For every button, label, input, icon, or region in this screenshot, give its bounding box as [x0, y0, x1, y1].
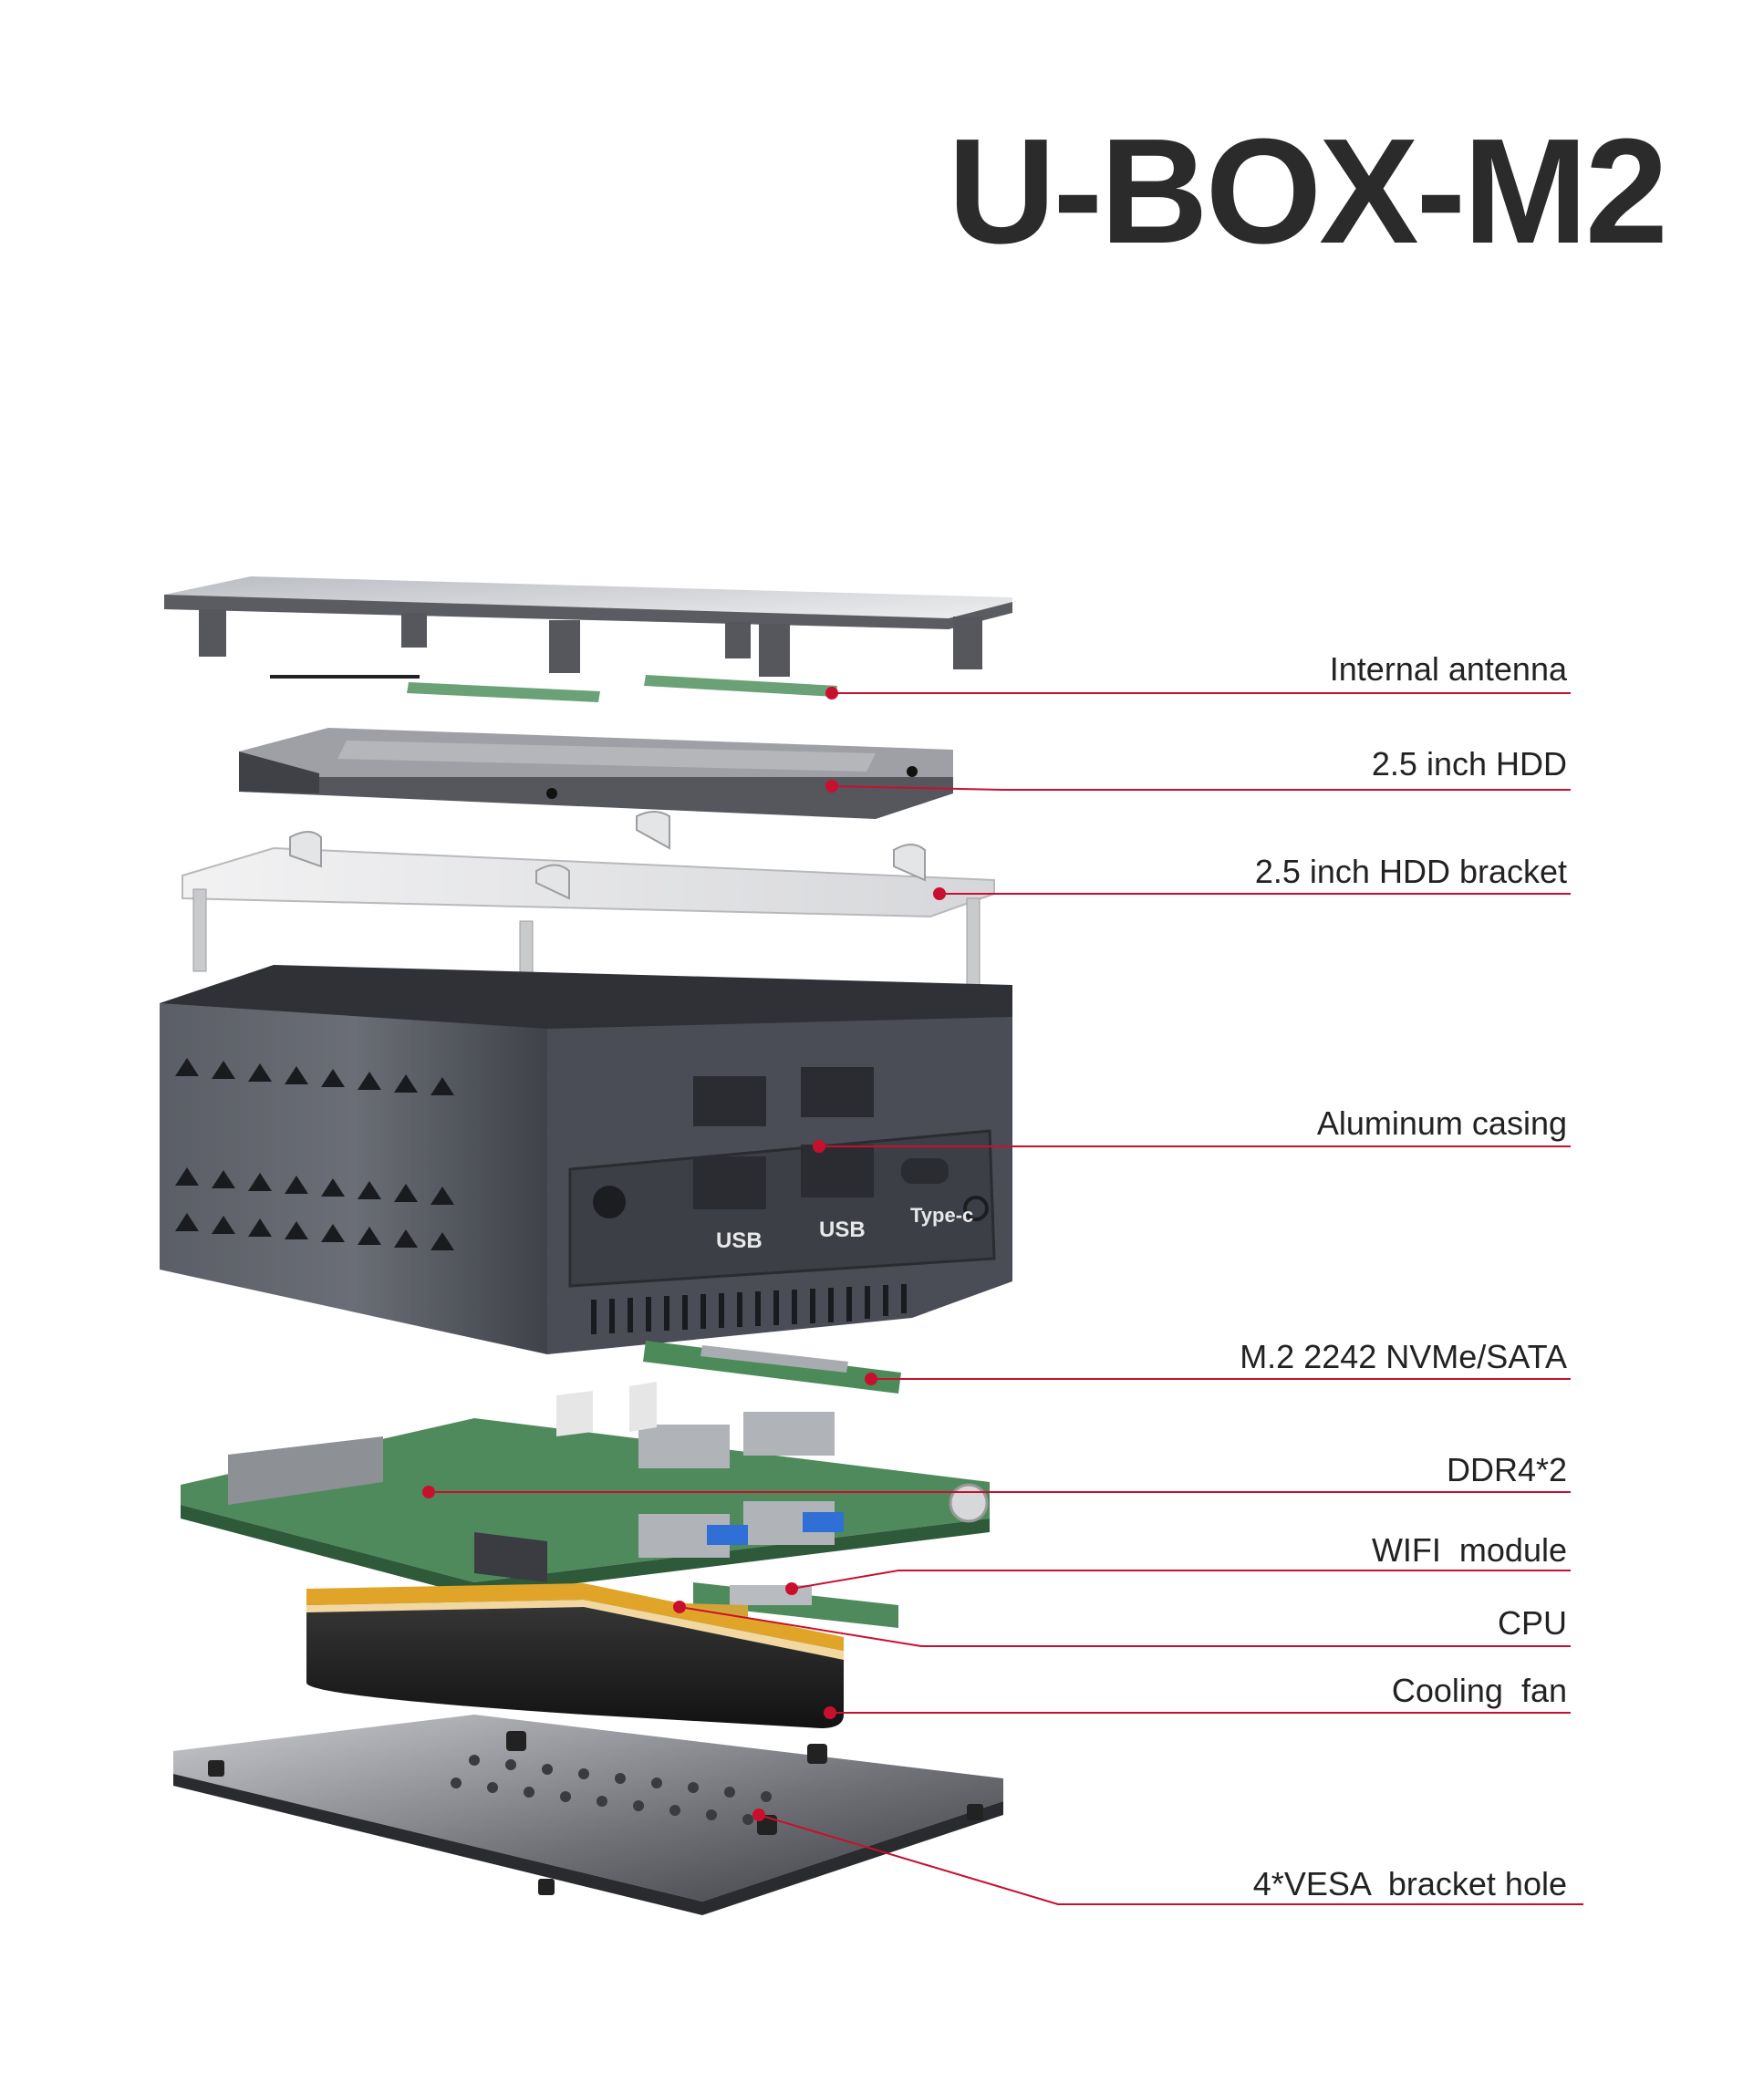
- callout-vesa-hole: 4*VESA bracket hole: [1252, 1865, 1567, 1902]
- bottom-plate: [173, 1715, 1003, 1915]
- callout-m2-ssd: M.2 2242 NVMe/SATA: [1240, 1338, 1567, 1375]
- aluminum-casing: USB USB Type-c: [160, 965, 1012, 1354]
- callout-ddr4: DDR4*2: [1446, 1451, 1567, 1488]
- usb-port-label-left: USB: [716, 1228, 763, 1253]
- callout-cooling-fan: Cooling fan: [1391, 1672, 1567, 1709]
- leader-hdd: [831, 785, 1571, 791]
- cooling-fan: [306, 1583, 844, 1728]
- leader-wifi: [791, 1570, 1571, 1590]
- hdd-drive: [239, 728, 953, 819]
- usb-port-label-right: USB: [819, 1218, 866, 1242]
- leader-vesa: [758, 1814, 1583, 1905]
- leader-cpu: [679, 1606, 1571, 1647]
- callout-internal-antenna: Internal antenna: [1329, 650, 1567, 688]
- callout-leaders: [429, 692, 1583, 1905]
- product-title: U-BOX-M2: [948, 108, 1668, 275]
- callout-hdd: 2.5 inch HDD: [1371, 745, 1567, 783]
- callout-cpu: CPU: [1497, 1604, 1567, 1642]
- callout-hdd-bracket: 2.5 inch HDD bracket: [1254, 853, 1567, 890]
- m2-ssd: [643, 1341, 901, 1394]
- hdd-bracket: [182, 811, 995, 1031]
- motherboard: [181, 1382, 990, 1596]
- top-lid: [164, 576, 1012, 677]
- callout-wifi-module: WIFI module: [1371, 1531, 1567, 1569]
- antenna-strips: [270, 675, 837, 702]
- callout-dots: [422, 687, 946, 1821]
- typec-port-label: Type-c: [910, 1204, 973, 1227]
- callout-aluminum-casing: Aluminum casing: [1316, 1104, 1567, 1142]
